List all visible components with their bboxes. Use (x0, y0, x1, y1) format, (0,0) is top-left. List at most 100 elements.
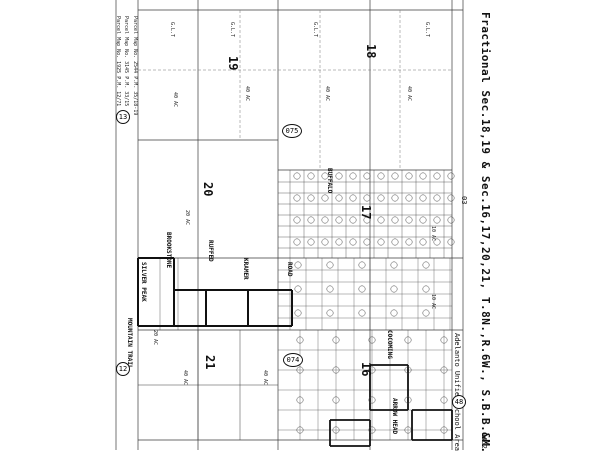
block-badge-075: 075 (282, 124, 302, 138)
parcel-number-circle-50 (294, 309, 302, 317)
parcel-number-circle-70 (332, 426, 340, 434)
parcel-number-circle-4 (307, 172, 315, 180)
school-area-label: Adelanto Unified School Area (453, 333, 461, 452)
parcel-number-circle-77 (404, 396, 412, 404)
parcel-number-circle-13 (335, 194, 343, 202)
parcel-number-circle-46 (447, 216, 455, 224)
parcel-number-circle-44 (447, 172, 455, 180)
parcel-number-circle-34 (405, 216, 413, 224)
parcel-number-circle-69 (332, 396, 340, 404)
parcel-number-circle-12 (335, 172, 343, 180)
block-badge-074: 074 (283, 353, 303, 367)
road-buffalo: BUFFALO (326, 168, 333, 194)
parcel-number-circle-75 (404, 336, 412, 344)
road-kramer: KRAMER (242, 258, 249, 280)
parcel-number-circle-19 (349, 238, 357, 246)
parcel-number-circle-58 (390, 285, 398, 293)
parcel-map-reference-2: Parcel Map No. 3145 P.M. 33/15 (123, 16, 129, 107)
parcel-number-circle-23 (363, 238, 371, 246)
section-16-label: 16 (359, 362, 373, 377)
parcel-number-circle-27 (377, 238, 385, 246)
parcel-lines (115, 0, 464, 450)
parcel-number-circle-40 (433, 172, 441, 180)
parcel-number-circle-57 (390, 261, 398, 269)
parcel-label-20ac-2: 20 AC (184, 210, 190, 226)
parcel-number-circle-5 (307, 194, 315, 202)
parcel-number-circle-21 (363, 194, 371, 202)
block-badge-48: 48 (452, 395, 466, 409)
parcel-number-circle-79 (440, 336, 448, 344)
parcel-number-circle-54 (358, 261, 366, 269)
parcel-number-circle-9 (321, 194, 329, 202)
parcel-number-circle-32 (405, 172, 413, 180)
parcel-number-circle-78 (404, 426, 412, 434)
parcel-number-circle-15 (335, 238, 343, 246)
parcel-number-circle-2 (293, 216, 301, 224)
parcel-number-circle-47 (447, 238, 455, 246)
parcel-number-circle-55 (358, 285, 366, 293)
parcel-number-circle-60 (422, 261, 430, 269)
parcel-number-circle-24 (377, 172, 385, 180)
parcel-label-40ac-4: 40 AC (406, 86, 412, 102)
parcel-number-circle-52 (326, 285, 334, 293)
parcel-number-circle-67 (332, 336, 340, 344)
map-title: Fractional Sec.18,19 & Sec.16,17,20,21, … (479, 12, 492, 454)
parcel-label-40ac-2: 40 AC (244, 86, 250, 102)
parcel-number-circle-7 (307, 238, 315, 246)
sheet-number: 0462 (480, 432, 488, 449)
parcel-number-circle-26 (377, 216, 385, 224)
block-badge-12: 12 (116, 362, 130, 376)
parcel-number-circle-39 (419, 238, 427, 246)
parcel-number-circle-82 (440, 426, 448, 434)
parcel-number-circle-8 (321, 172, 329, 180)
parcel-number-circle-41 (433, 194, 441, 202)
road-silver-peak: SILVER PEAK (140, 262, 147, 302)
parcel-number-circle-33 (405, 194, 413, 202)
parcel-label-glt-2: G.L.T (229, 22, 235, 38)
parcel-number-circle-38 (419, 216, 427, 224)
parcel-number-circle-51 (326, 261, 334, 269)
parcel-label-40ac-6: 40 AC (262, 370, 268, 386)
parcel-label-40ac-5: 40 AC (182, 370, 188, 386)
road-cocoming: COCOMING (386, 330, 393, 359)
parcel-label-40ac-3: 40 AC (324, 86, 330, 102)
parcel-label-20ac-1: 20 AC (152, 330, 158, 346)
parcel-number-circle-71 (368, 336, 376, 344)
parcel-badges (293, 172, 455, 434)
parcel-number-circle-81 (440, 396, 448, 404)
parcel-number-circle-31 (391, 238, 399, 246)
parcel-number-circle-53 (326, 309, 334, 317)
parcel-number-circle-80 (440, 366, 448, 374)
parcel-number-circle-72 (368, 366, 376, 374)
parcel-map-reference-1: Parcel Map No. 2544 P.M. 35/18-19 (132, 16, 138, 116)
parcel-number-circle-76 (404, 366, 412, 374)
parcel-number-circle-29 (391, 194, 399, 202)
parcel-number-circle-63 (296, 336, 304, 344)
section-18-label: 18 (364, 44, 378, 59)
parcel-number-circle-74 (368, 426, 376, 434)
parcel-number-circle-1 (293, 194, 301, 202)
parcel-label-glt-4: G.L.T (424, 22, 430, 38)
parcel-number-circle-68 (332, 366, 340, 374)
parcel-number-circle-43 (433, 238, 441, 246)
parcel-number-circle-48 (294, 261, 302, 269)
parcel-number-circle-65 (296, 396, 304, 404)
section-17-label: 17 (359, 205, 373, 220)
parcel-number-circle-49 (294, 285, 302, 293)
section-21-label: 21 (203, 355, 217, 370)
parcel-label-glt-1: G.L.T (169, 22, 175, 38)
parcel-map-reference-3: Parcel Map No. 1925 P.M. 12/71 (115, 16, 121, 107)
road-road-label: ROAD (286, 262, 293, 277)
parcel-number-circle-0 (293, 172, 301, 180)
road-ruffed: RUFFED (207, 240, 214, 262)
parcel-number-circle-64 (296, 366, 304, 374)
parcel-label-40ac-1: 40 AC (172, 92, 178, 108)
parcel-number-circle-18 (349, 216, 357, 224)
parcel-number-circle-73 (368, 396, 376, 404)
parcel-number-circle-45 (447, 194, 455, 202)
parcel-number-circle-62 (422, 309, 430, 317)
section-20-label: 20 (201, 182, 215, 197)
parcel-number-circle-42 (433, 216, 441, 224)
section-19-label: 19 (226, 56, 240, 71)
